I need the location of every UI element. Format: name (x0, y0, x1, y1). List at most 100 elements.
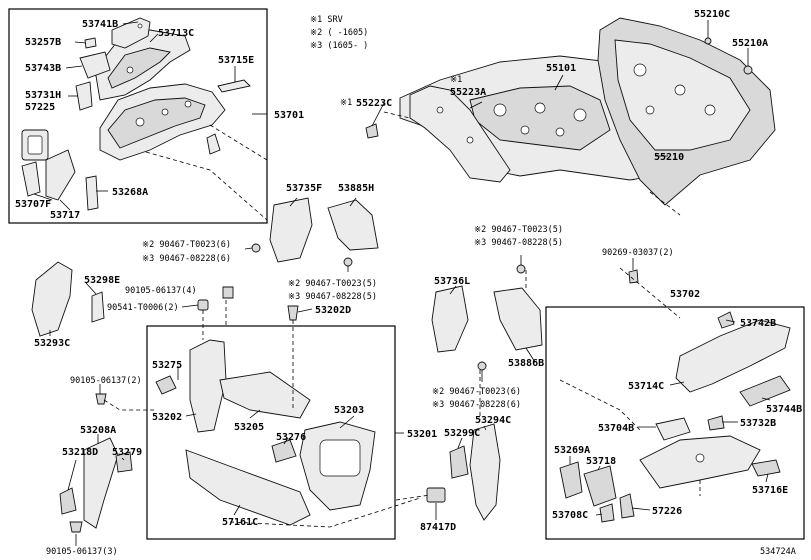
insulator-55210 (597, 17, 776, 206)
bracket-53268a (85, 175, 99, 211)
label-90467-t0023-6b: ※2 90467-T0023(6) (432, 387, 521, 397)
box-53702-group (545, 306, 805, 540)
label-53707f: 53707F (15, 199, 51, 210)
label-90541-t0006: 90541-T0006(2) (107, 303, 179, 313)
label-55223c-mark: ※1 (340, 98, 352, 108)
label-53218d: 53218D (62, 447, 98, 458)
fender-apron-53701 (99, 83, 226, 161)
label-90467-t0023-5a: ※2 90467-T0023(5) (288, 279, 377, 289)
shield-53736l (431, 285, 469, 353)
reinforcement-53744b (739, 375, 791, 407)
bolt-90105-b (95, 393, 107, 405)
bracket-53218d (59, 487, 77, 515)
label-90467-08228-5a: ※3 90467-08228(5) (288, 292, 377, 302)
label-53208a: 53208A (80, 425, 116, 436)
label-53203: 53203 (334, 405, 364, 416)
bracket-53731h (75, 81, 93, 111)
clip-55223c (365, 123, 379, 139)
label-53718: 53718 (586, 456, 616, 467)
shield-53735f (269, 197, 313, 263)
dash-silencer-55223a (409, 85, 511, 183)
label-53886b: 53886B (508, 358, 544, 369)
label-57225: 57225 (25, 102, 55, 113)
box-53701-group (8, 8, 268, 224)
upper-support-53205 (219, 371, 311, 419)
bracket-53276 (271, 439, 297, 463)
bracket-53275 (155, 375, 177, 395)
bracket-53269a (559, 461, 583, 499)
label-90105-06137-4: 90105-06137(4) (125, 286, 197, 296)
label-55101: 55101 (546, 63, 576, 74)
note-2: ※2 ( -1605) (310, 28, 368, 38)
bracket-53716e (751, 459, 781, 477)
bracket-53257b (84, 37, 97, 49)
clip-87417d (426, 487, 446, 503)
label-55210a: 55210A (732, 38, 768, 49)
apron-upper-53713c (94, 29, 191, 101)
label-55223c: 55223C (356, 98, 392, 109)
radiator-support-53201 (155, 339, 376, 526)
clip-55210c (704, 37, 712, 45)
label-53205: 53205 (234, 422, 264, 433)
label-53294c: 53294C (475, 415, 511, 426)
small-bracket-53701 (206, 133, 221, 155)
bracket-53707f (21, 161, 41, 197)
label-53202: 53202 (152, 412, 182, 423)
clip-90467-d (477, 361, 487, 371)
label-53744b: 53744B (766, 404, 802, 415)
label-57226: 57226 (652, 506, 682, 517)
label-55210c: 55210C (694, 9, 730, 20)
label-53741b: 53741B (82, 19, 118, 30)
brace-53294c (469, 423, 501, 521)
label-55223a: 55223A (450, 87, 486, 98)
bracket-53279 (115, 451, 133, 473)
clip-90467-c (516, 264, 526, 274)
clip-90467-b (343, 257, 353, 267)
label-53269a: 53269A (554, 445, 590, 456)
label-53731h: 53731H (25, 90, 61, 101)
label-53201: 53201 (407, 429, 437, 440)
side-support-53202 (189, 339, 227, 433)
label-53708c: 53708C (552, 510, 588, 521)
bracket-57226 (619, 493, 635, 519)
label-90467-t0023-5b: ※2 90467-T0023(5) (474, 225, 563, 235)
upper-member-53741b (111, 17, 151, 49)
label-55223a-mark: ※1 (450, 75, 462, 85)
label-53257b: 53257B (25, 37, 61, 48)
bolt-90105-c (69, 521, 83, 533)
label-90467-t0023-6a: ※2 90467-T0023(6) (142, 240, 231, 250)
label-53702: 53702 (670, 289, 700, 300)
note-1: ※1 SRV (310, 15, 343, 25)
leader-lines (33, 20, 771, 546)
clip-53202d (287, 305, 299, 321)
label-53299c: 53299C (444, 428, 480, 439)
bracket-53715e (217, 79, 251, 93)
label-53276: 53276 (276, 432, 306, 443)
apron-53702 (559, 311, 791, 523)
box-53201-group (146, 325, 396, 540)
clip-90541 (197, 299, 209, 311)
label-90467-08228-6b: ※3 90467-08228(6) (432, 400, 521, 410)
clip-55210a (743, 65, 753, 75)
label-55210: 55210 (654, 152, 684, 163)
label-53714c: 53714C (628, 381, 664, 392)
label-53742b: 53742B (740, 318, 776, 329)
label-53293c: 53293C (34, 338, 70, 349)
label-90467-08228-5b: ※3 90467-08228(5) (474, 238, 563, 248)
bracket-53732b (707, 415, 725, 431)
label-53885h: 53885H (338, 183, 374, 194)
label-53732b: 53732B (740, 418, 776, 429)
bracket-53704b (655, 417, 691, 441)
reinforcement-53718 (583, 465, 617, 507)
label-53279: 53279 (112, 447, 142, 458)
dashed-lines (103, 111, 701, 528)
reinforcement-53743b (79, 51, 111, 79)
label-57161c: 57161C (222, 517, 258, 528)
diagram-code: 534724A (760, 547, 796, 557)
label-90467-08228-6a: ※3 90467-08228(6) (142, 254, 231, 264)
note-3: ※3 (1605- ) (310, 41, 368, 51)
label-90269-03037: 90269-03037(2) (602, 248, 674, 258)
clip-90269 (628, 269, 639, 284)
bracket-53708c (599, 503, 615, 523)
